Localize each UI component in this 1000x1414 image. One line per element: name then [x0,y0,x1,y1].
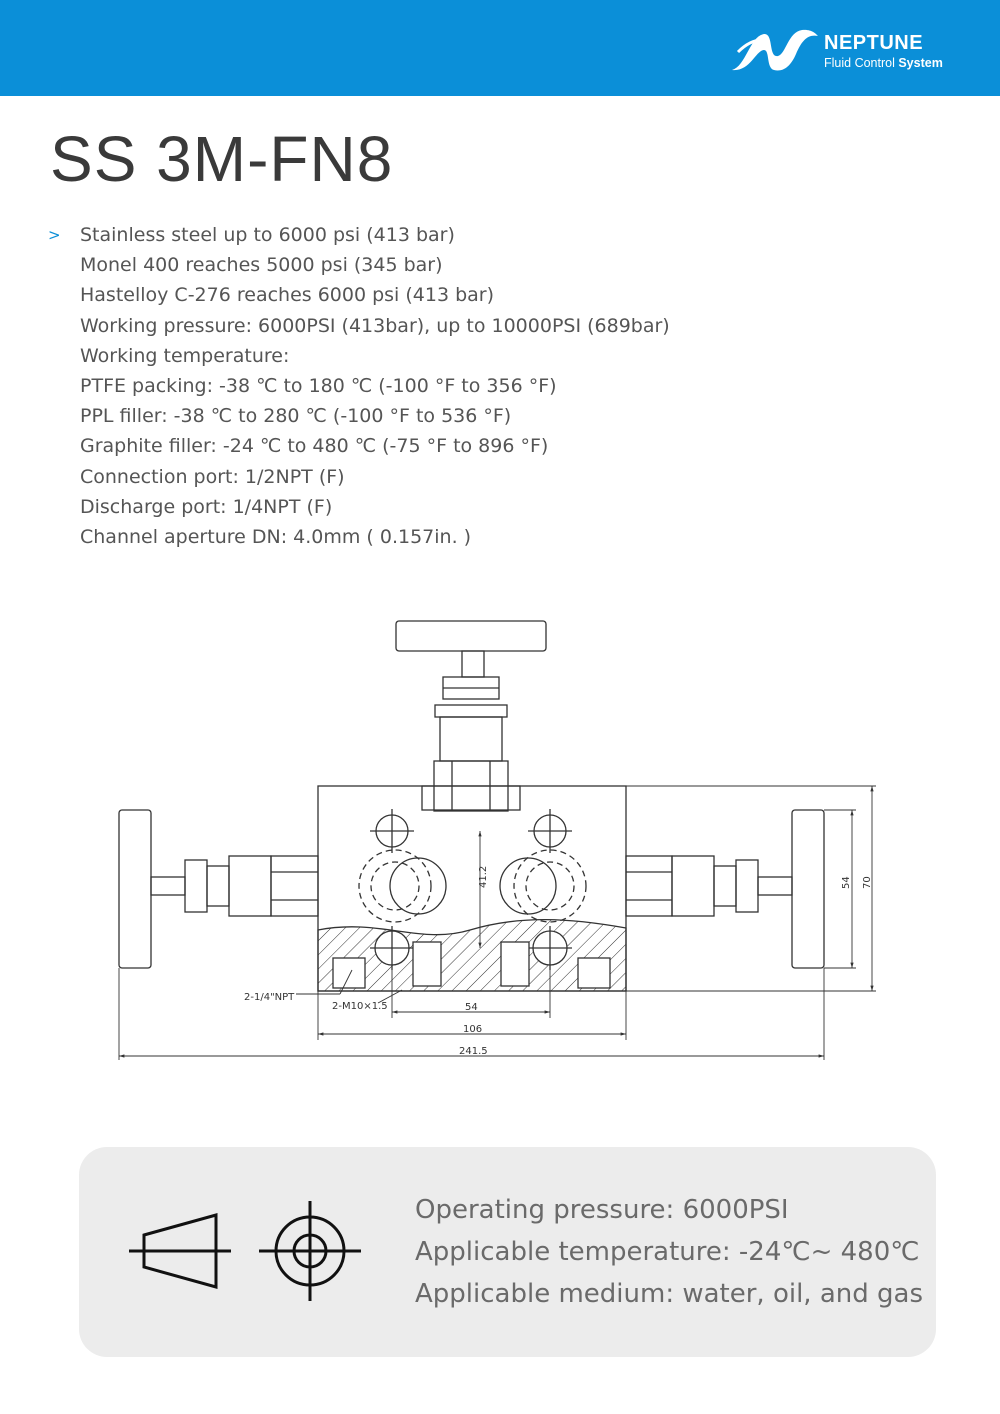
brand-name: NEPTUNE [824,32,924,54]
concentric-circles-icon [259,1201,361,1301]
spec-item: Graphite filler: -24 ℃ to 480 ℃ (-75 °F … [80,435,549,458]
neptune-wave-logo-icon [732,29,818,71]
dim-54-bottom: 54 [465,1002,478,1013]
neptune-logo: NEPTUNE Fluid Control System [728,26,958,78]
brand-tagline-bold: System [898,56,943,70]
spec-item: Hastelloy C-276 reaches 6000 psi (413 ba… [80,284,495,307]
spec-item: Channel aperture DN: 4.0mm ( 0.157in. ) [80,525,472,548]
brand-tagline-normal: Fluid Control [824,56,899,70]
spec-item: PPL filler: -38 ℃ to 280 ℃ (-100 °F to 5… [80,405,512,428]
right-handle [791,809,825,969]
port-label: 2-1/4"NPT [244,992,295,1003]
spec-item: Stainless steel up to 6000 psi (413 bar) [80,224,455,246]
spec-item: Monel 400 reaches 5000 psi (345 bar) [80,254,443,277]
spec-item: Discharge port: 1/4NPT (F) [80,495,333,518]
left-handle [118,809,152,969]
info-applicable-medium: Applicable medium: water, oil, and gas [415,1279,923,1309]
projection-symbol [129,1201,361,1301]
dim-54-side: 54 [841,876,852,889]
dim-106: 106 [463,1024,482,1035]
info-lines: Operating pressure: 6000PSI Applicable t… [415,1189,923,1315]
top-stem [461,650,485,678]
bolt-label: 2-M10×1.5 [332,1001,388,1012]
info-operating-pressure: Operating pressure: 6000PSI [415,1195,789,1225]
dim-241: 241.5 [459,1046,488,1057]
brand-tagline: Fluid Control System [824,56,943,70]
top-bonnet [439,716,503,762]
technical-drawing: 2-1/4"NPT 2-M10×1.5 54 106 241.5 41.2 54… [118,620,876,1060]
dim-41: 41.2 [478,866,489,888]
dim-70: 70 [862,876,873,889]
header-banner: NEPTUNE Fluid Control System [0,0,1000,96]
spec-item: Connection port: 1/2NPT (F) [80,465,345,488]
top-collar [434,704,508,718]
page-title: SS 3M-FN8 [50,123,394,195]
spec-item: PTFE packing: -38 ℃ to 180 ℃ (-100 °F to… [80,374,557,397]
top-handle [395,620,547,652]
spec-item: Working pressure: 6000PSI (413bar), up t… [80,314,670,337]
spec-item: Working temperature: [80,344,290,367]
info-box: Operating pressure: 6000PSI Applicable t… [79,1147,936,1357]
bullet-chevron-icon: > [48,226,61,244]
spec-list: Stainless steel up to 6000 psi (413 bar)… [80,220,670,552]
truncated-cone-icon [142,1213,218,1289]
info-applicable-temperature: Applicable temperature: -24℃~ 480℃ [415,1237,920,1267]
